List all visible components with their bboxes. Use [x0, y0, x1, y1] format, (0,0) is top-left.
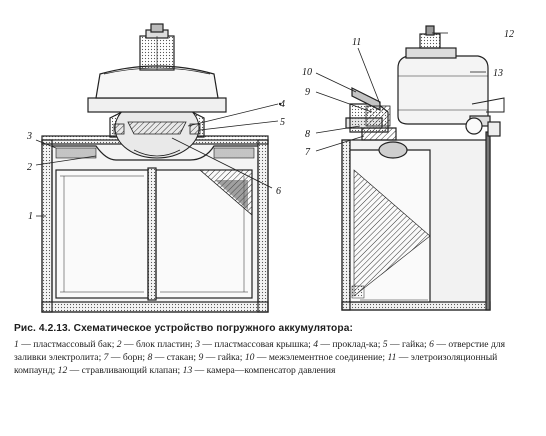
figure-caption: Рис. 4.2.13. Схематическое устройство по…: [14, 322, 536, 377]
legend-item-number: 13: [182, 365, 193, 376]
legend-item-number: 9: [198, 352, 204, 363]
legend-item-text: — пластмассовая крышка;: [200, 339, 314, 350]
label-5: 5: [280, 117, 285, 128]
label-13: 13: [493, 68, 503, 79]
label-2: 2: [27, 162, 32, 173]
legend-item-number: 3: [195, 339, 201, 350]
label-12: 12: [504, 29, 514, 40]
terminal-cup: [345, 87, 408, 159]
plate-block: [55, 167, 253, 301]
battery-diagram: 3 2 1 4 5 6 11 10 9 8 7 12 13: [26, 23, 514, 313]
legend-item-number: 10: [244, 352, 255, 363]
right-leader-lines: [315, 32, 486, 152]
label-11: 11: [352, 37, 361, 48]
legend-item-text: — борн;: [108, 352, 148, 363]
label-8: 8: [305, 129, 310, 140]
legend-item: 9 — гайка;: [199, 352, 245, 363]
legend-item-number: 12: [57, 365, 68, 376]
label-10: 10: [302, 67, 312, 78]
callout-labels: 3 2 1 4 5 6 11 10 9 8 7 12 13: [26, 29, 514, 222]
legend-item: 7 — борн;: [104, 352, 148, 363]
legend-item-number: 8: [147, 352, 153, 363]
left-leader-lines: [35, 103, 279, 217]
legend-item: 13 — камера—компенсатор давления: [183, 365, 336, 376]
compensator-chamber: [397, 25, 505, 137]
legend-item: 12 — стравливающий клапан;: [58, 365, 183, 376]
legend-item-text: — гайка;: [203, 352, 245, 363]
legend-item-number: 2: [116, 339, 122, 350]
legend-item-text: — стравливающий клапан;: [67, 365, 183, 376]
legend-item-text: — отверстие для заливки электролита;: [14, 339, 506, 363]
legend-item-number: 7: [103, 352, 109, 363]
legend-item-number: 6: [429, 339, 434, 350]
label-4: 4: [280, 99, 285, 110]
legend-item: 1 — пластмассовый бак;: [14, 339, 117, 350]
legend-item: 11 — элетроизоляционный компаунд;: [14, 352, 497, 376]
legend-item-number: 5: [382, 339, 388, 350]
legend-item-text: — гайка;: [387, 339, 430, 350]
caption-title: Рис. 4.2.13. Схематическое устройство по…: [14, 323, 353, 334]
legend-item-number: 1: [14, 339, 19, 350]
label-6: 6: [276, 186, 281, 197]
label-7: 7: [305, 147, 311, 158]
legend-item: 6 — отверстие для заливки электролита;: [14, 339, 505, 363]
legend-item: 8 — стакан;: [148, 352, 199, 363]
legend-item-number: 4: [313, 339, 319, 350]
label-3: 3: [26, 131, 32, 142]
legend-item: 10 — межэлементное соединение;: [245, 352, 388, 363]
legend-item-text: — камера—компенсатор давления: [192, 365, 336, 376]
legend-item-text: — блок пластин;: [121, 339, 196, 350]
right-drawing: [315, 25, 505, 311]
legend-item: 3 — пластмассовая крышка;: [195, 339, 313, 350]
legend-item-number: 11: [387, 352, 397, 363]
legend-item-text: — межэлементное соединение;: [254, 352, 388, 363]
label-9: 9: [305, 87, 310, 98]
dome-housing: [87, 23, 227, 113]
left-drawing: [35, 23, 282, 313]
legend-item-text: — пластмассовый бак;: [18, 339, 117, 350]
legend-item-text: — проклад-ка;: [318, 339, 383, 350]
label-1: 1: [28, 211, 33, 222]
legend-item: 4 — проклад-ка;: [313, 339, 383, 350]
right-tank: [341, 131, 491, 311]
legend-item: 2 — блок пластин;: [117, 339, 195, 350]
legend-item-text: — стакан;: [152, 352, 199, 363]
legend-item: 5 — гайка;: [383, 339, 429, 350]
caption-legend: 1 — пластмассовый бак; 2 — блок пластин;…: [14, 339, 505, 376]
legend-item-text: — элетроизоляционный компаунд;: [14, 352, 498, 376]
